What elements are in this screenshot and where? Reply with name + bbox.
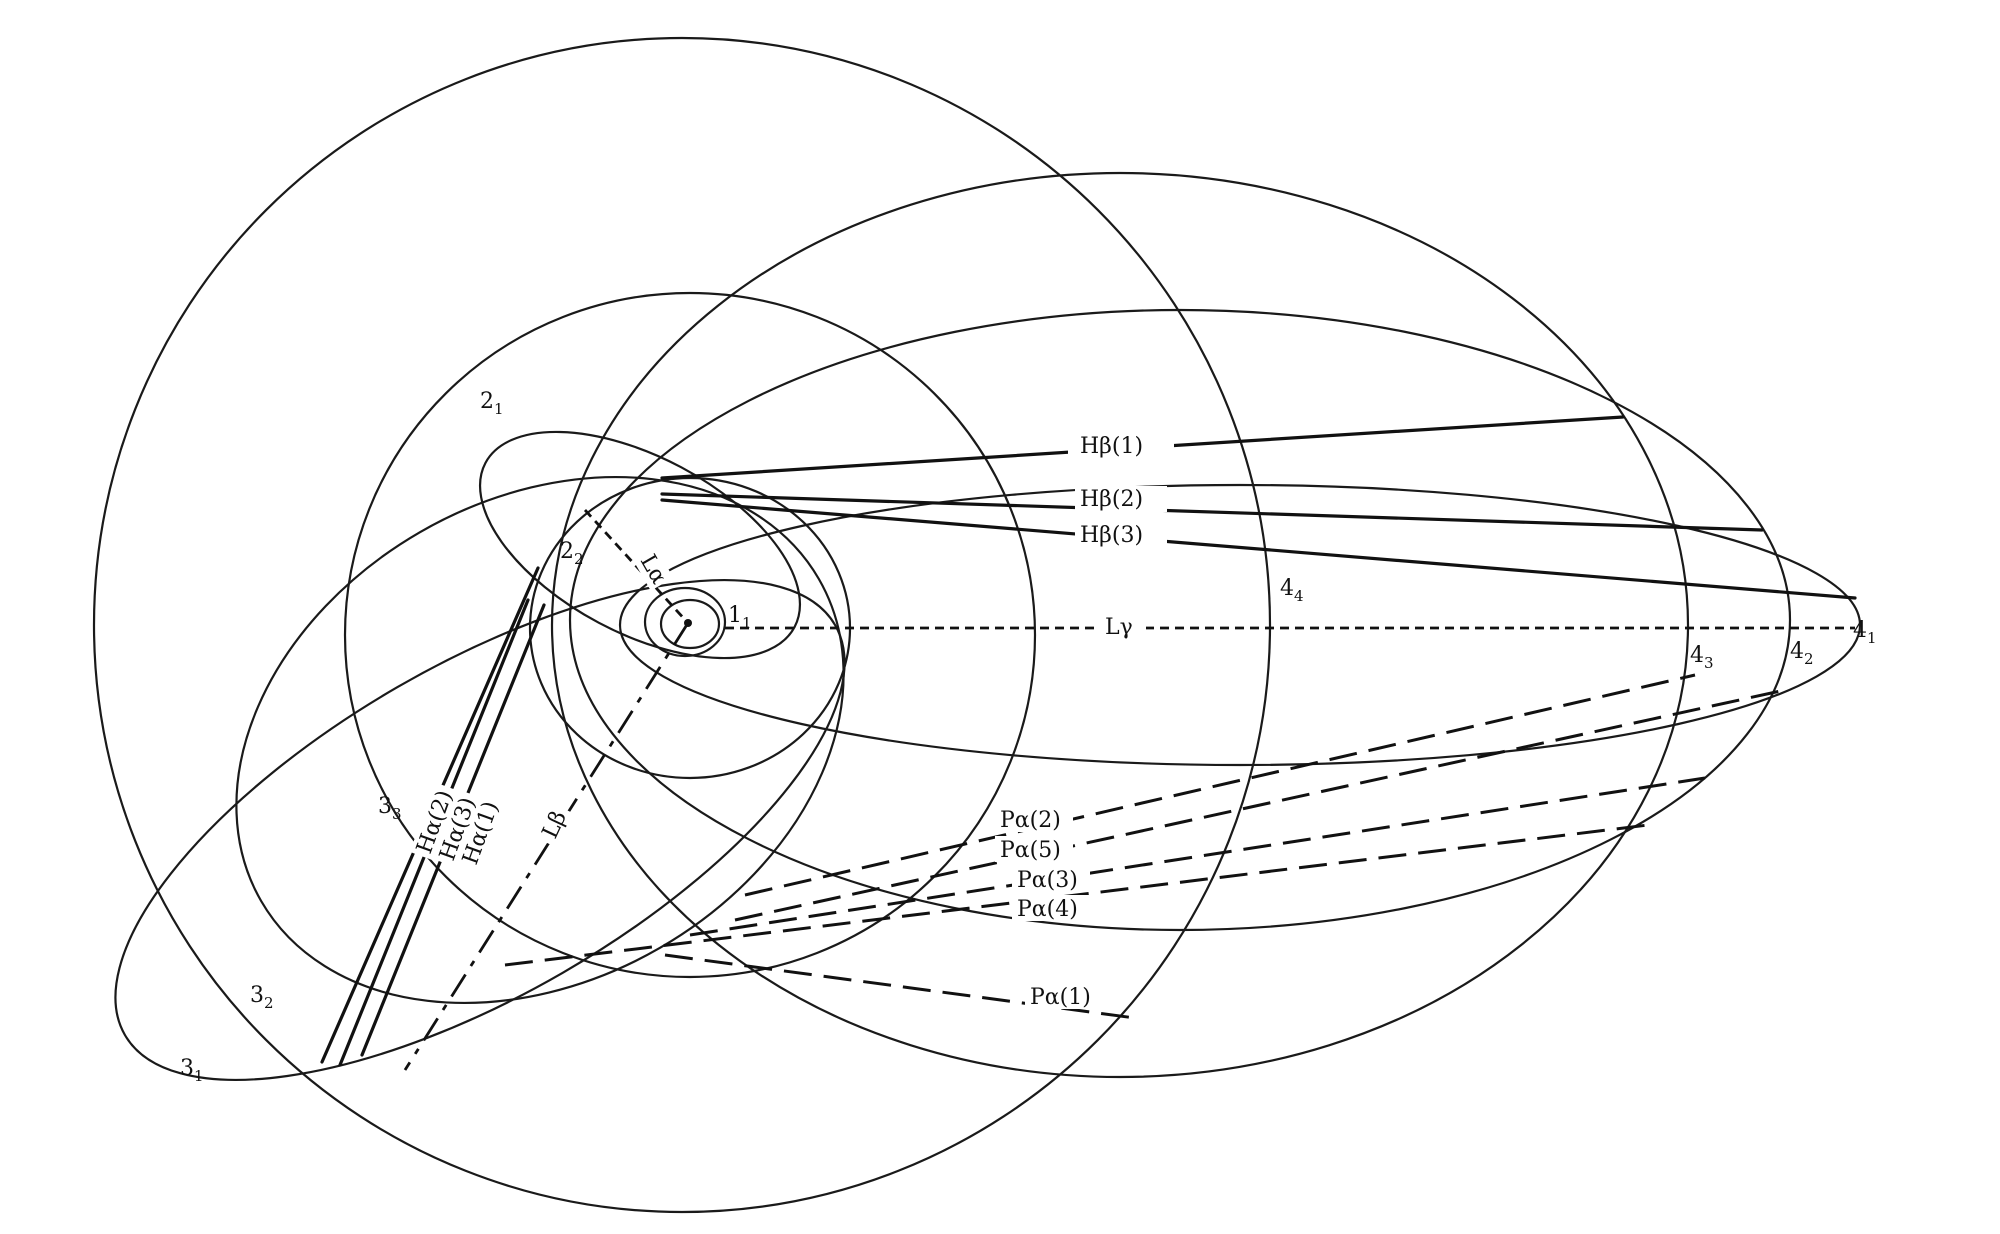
orbit-inner-ring [659, 598, 721, 650]
label-mask [432, 789, 483, 868]
label-mask [1012, 895, 1090, 921]
orbit-label-4-2: 42 [1790, 639, 1814, 668]
line-p-alpha-2 [744, 673, 1696, 897]
label-mask [995, 836, 1073, 862]
orbit-1-1 [643, 586, 727, 658]
label-l-gamma: Lγ [1105, 615, 1133, 640]
orbit-label-2-2: 22 [560, 539, 584, 568]
label-mask [995, 806, 1073, 832]
label-mask [1075, 522, 1167, 548]
orbit-label-4-4: 44 [1280, 576, 1304, 605]
label-mask [455, 793, 506, 872]
orbit-label-4-1: 41 [1853, 618, 1877, 647]
orbit-label-3-3: 33 [378, 794, 402, 823]
label-mask [1100, 612, 1146, 638]
label-mask [1075, 486, 1167, 512]
orbit-label-3-1: 31 [180, 1056, 204, 1085]
label-h-beta-2: Hβ(2) [1080, 487, 1143, 512]
orbit-label-2-1: 21 [480, 389, 504, 418]
line-h-beta-3 [660, 498, 1857, 600]
label-p-alpha-5: Pα(5) [1000, 838, 1061, 863]
orbit-4-1 [618, 483, 1862, 767]
orbits-group [92, 36, 1862, 1214]
label-h-beta-3: Hβ(3) [1080, 523, 1143, 548]
line-l-alpha [583, 509, 690, 624]
line-p-alpha-5 [734, 688, 1786, 922]
line-l-beta [403, 622, 690, 1071]
label-mask [409, 782, 460, 861]
label-mask [534, 802, 574, 848]
orbit-3-3 [343, 291, 1037, 979]
orbit-label-1-1: 11 [728, 603, 752, 632]
label-p-alpha-1: Pα(1) [1030, 985, 1091, 1010]
label-mask [1012, 866, 1090, 892]
label-mask [631, 544, 674, 591]
label-p-alpha-4: Pα(4) [1017, 897, 1078, 922]
line-p-alpha-3 [689, 776, 1706, 937]
label-p-alpha-3: Pα(3) [1017, 868, 1078, 893]
transition-labels: Hβ(1) Hβ(2) Hβ(3) Lγ Lα Lβ Hα(2) Hα(3) [409, 425, 1174, 1010]
orbit-2-1 [478, 430, 802, 660]
orbit-labels: 11 21 22 31 32 33 41 42 43 44 [180, 389, 1877, 1085]
orbit-4-4 [92, 36, 1272, 1214]
label-p-alpha-2: Pα(2) [1000, 808, 1061, 833]
orbit-4-3 [550, 171, 1690, 1079]
label-mask [1025, 983, 1103, 1009]
orbit-4-2 [568, 308, 1792, 932]
orbit-label-4-3: 43 [1690, 643, 1714, 672]
orbit-3-1 [114, 579, 846, 1081]
label-mask [1068, 425, 1174, 465]
orbit-label-3-2: 32 [250, 983, 274, 1012]
line-h-beta-2 [660, 492, 1764, 532]
label-h-beta-1: Hβ(1) [1080, 434, 1143, 459]
orbit-3-2 [235, 475, 845, 1005]
